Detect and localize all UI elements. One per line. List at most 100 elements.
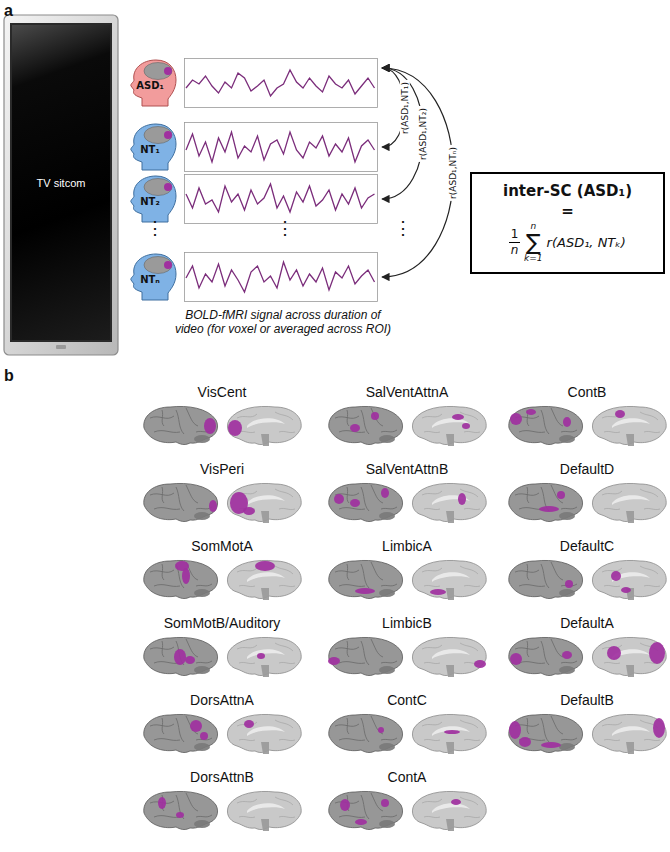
brain-pair-part-part	[474, 660, 486, 668]
brain-pair-part-part	[444, 730, 460, 734]
brain-pair	[509, 483, 666, 523]
bold-trace-part	[186, 132, 375, 162]
brain-pair-part	[592, 637, 666, 677]
brain-pair-part	[185, 656, 195, 664]
brain-pair-part-part	[227, 560, 301, 600]
brain-pair-part	[519, 737, 531, 747]
brain-pair-part-part	[611, 571, 621, 581]
network-name: SalVentAttnB	[366, 461, 449, 478]
brain-pair-part-part	[592, 560, 666, 600]
formula-row: 1nn∑k=1r(ASD₁, NTₖ)	[509, 222, 626, 264]
ellipsis-dots: ⋮	[276, 218, 294, 240]
brain-pair-part	[412, 637, 486, 677]
formula-equals: =	[561, 202, 574, 220]
brain-maps	[144, 406, 666, 831]
brain-pair-part-part	[592, 714, 666, 754]
brain-pair-part	[144, 637, 218, 675]
bold-trace-part	[185, 123, 378, 172]
brain-pair-part	[204, 418, 216, 434]
formula-box: inter-SC (ASD₁)=1nn∑k=1r(ASD₁, NTₖ)	[470, 172, 665, 274]
brain-pair-part-part	[607, 646, 621, 660]
brain-pair-part	[412, 560, 486, 600]
network-name: DorsAttnA	[190, 692, 254, 709]
brain-pair-part-part	[243, 507, 255, 515]
brain-pair-part	[209, 500, 217, 512]
brain-pair-part-part	[244, 720, 254, 728]
brain-pair-part	[541, 742, 561, 748]
brain-pair	[144, 483, 301, 523]
network-name: SomMotA	[191, 538, 252, 555]
nt-head-part	[144, 179, 172, 196]
fraction-denominator: n	[511, 244, 519, 257]
fraction-numerator: 1	[511, 228, 519, 241]
network-name: ContA	[388, 769, 427, 786]
brain-pair	[144, 560, 301, 600]
brain-pair-part-part	[412, 483, 486, 523]
network-name: ContC	[387, 692, 427, 709]
brain-pair-part	[227, 483, 301, 523]
subject-label: NT₂	[128, 196, 172, 207]
brain-pair	[329, 560, 486, 600]
brain-pair	[328, 637, 486, 677]
brain-pair-part	[563, 417, 571, 427]
brain-pair-part	[144, 483, 218, 521]
network-name: DefaultC	[560, 538, 614, 555]
screen-label: TV sitcom	[37, 177, 86, 189]
bold-trace	[185, 175, 378, 224]
brain-pair	[144, 791, 301, 831]
brain-pair	[144, 637, 301, 677]
network-name: DefaultB	[560, 692, 614, 709]
brain-pair	[329, 483, 486, 523]
brain-pair-part-part	[227, 637, 301, 677]
brain-pair-part-part	[592, 637, 666, 677]
brain-pair-part-part	[228, 420, 242, 436]
brain-pair-part-part	[227, 406, 301, 446]
brain-pair-part-part	[430, 589, 446, 595]
subject-row: ASD₁	[128, 58, 380, 108]
brain-pair-part	[158, 797, 166, 809]
bold-trace-part	[185, 253, 378, 302]
brain-pair	[329, 791, 486, 831]
network-name: SomMotB/Auditory	[164, 615, 281, 632]
asd-head-part	[144, 63, 172, 80]
brain-pair-part	[329, 714, 403, 752]
brain-pair-part-part	[458, 493, 466, 505]
brain-pair-part-part	[462, 423, 470, 429]
subject-row: NT₁	[128, 122, 380, 172]
brain-pair-part	[381, 799, 389, 807]
brain-pair-part	[227, 637, 301, 677]
brain-pair-part	[334, 494, 344, 504]
brain-pair-part	[329, 406, 403, 444]
nt-head-part	[144, 257, 172, 274]
panel-letter: a	[4, 1, 13, 20]
brain-pair	[509, 560, 666, 600]
brain-pair-part-part	[412, 637, 486, 677]
brain-pair-part	[381, 488, 389, 498]
network-name: VisPeri	[200, 461, 244, 478]
brain-pair	[329, 406, 486, 446]
network-name: ContB	[568, 384, 607, 401]
brain-pair-part	[412, 483, 486, 523]
brain-pair-part-part	[615, 410, 625, 418]
bold-trace-part	[185, 175, 378, 224]
tv-frame-part	[4, 15, 118, 355]
subject-row: NT₂	[128, 174, 380, 224]
nt-head-part	[164, 131, 172, 139]
brain-pair-part	[227, 406, 301, 446]
fraction-bar	[509, 242, 520, 243]
brain-pair-part	[592, 406, 666, 446]
brain-pair-part	[350, 424, 360, 432]
bold-trace-part	[186, 184, 375, 212]
nt-head-part	[164, 261, 172, 269]
brain-pair-part	[176, 812, 184, 818]
subject-label: ASD₁	[128, 80, 172, 91]
brain-pair-part	[329, 560, 403, 598]
network-name: LimbicB	[382, 615, 432, 632]
bold-trace-part	[186, 262, 375, 292]
brain-pair-part	[509, 637, 583, 675]
brain-pair-part-part	[412, 406, 486, 446]
subject-label: NTₙ	[128, 274, 172, 285]
fraction: 1n	[509, 228, 520, 257]
brain-pair-part	[144, 714, 218, 752]
